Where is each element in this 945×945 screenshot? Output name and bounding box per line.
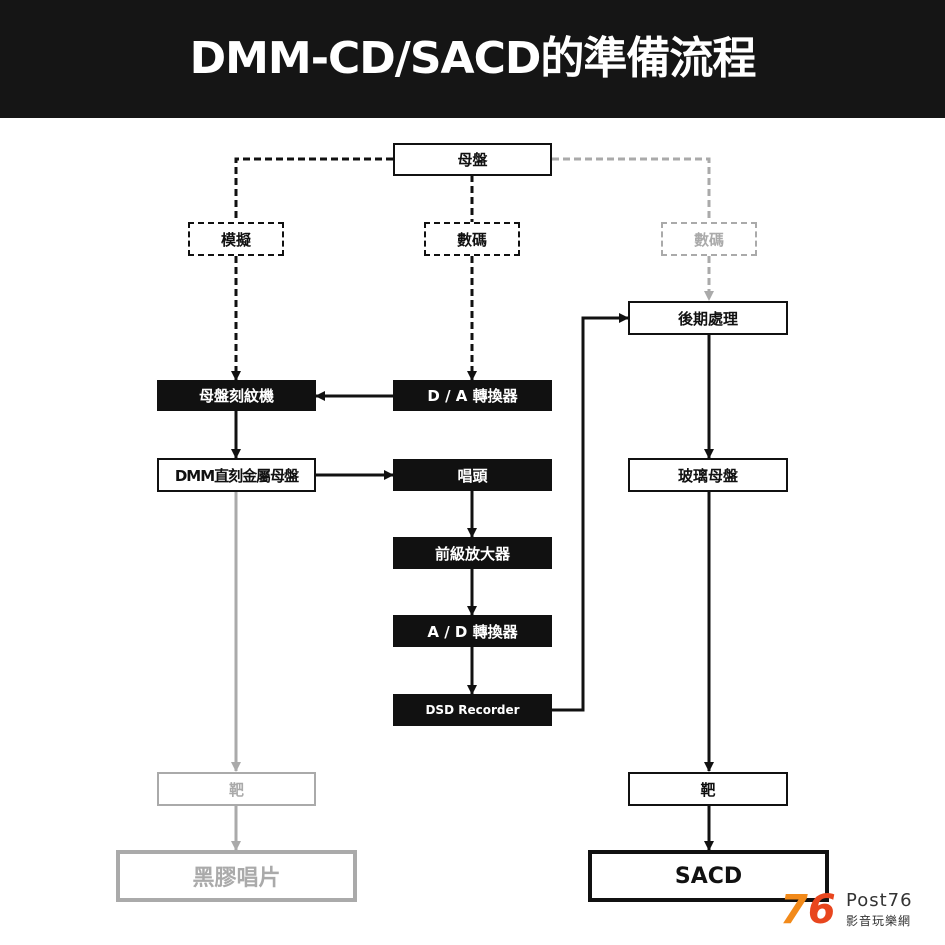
node-post-processing: 後期處理	[628, 301, 788, 335]
logo-number: 76	[780, 887, 836, 933]
logo-subtitle: 影音玩樂網	[846, 914, 912, 928]
node-ad-converter: A / D 轉換器	[393, 615, 552, 647]
post76-logo: 76 Post76 影音玩樂網	[780, 888, 930, 938]
page-title: DMM-CD/SACD的準備流程	[189, 33, 757, 84]
node-preamp: 前級放大器	[393, 537, 552, 569]
logo-word: Post76	[846, 890, 913, 911]
edge-master-analog	[234, 157, 393, 222]
node-master: 母盤	[393, 143, 552, 176]
node-vinyl: 黑膠唱片	[116, 850, 357, 902]
node-digital-gray: 數碼	[661, 222, 757, 256]
node-digital: 數碼	[424, 222, 520, 256]
edge-master-digital-gray	[552, 157, 711, 222]
node-target: 靶	[628, 772, 788, 806]
node-cutter: 母盤刻紋機	[157, 380, 316, 411]
node-dmm-master: DMM直刻金屬母盤	[157, 458, 316, 492]
node-da-converter: D / A 轉換器	[393, 380, 552, 411]
node-target-gray: 靶	[157, 772, 316, 806]
header-bar	[0, 0, 945, 118]
node-analog: 模擬	[188, 222, 284, 256]
node-glass-master: 玻璃母盤	[628, 458, 788, 492]
node-sacd: SACD	[588, 850, 829, 902]
edge-dsd-post	[552, 313, 629, 712]
node-dsd-recorder: DSD Recorder	[393, 694, 552, 726]
node-cartridge: 唱頭	[393, 459, 552, 491]
